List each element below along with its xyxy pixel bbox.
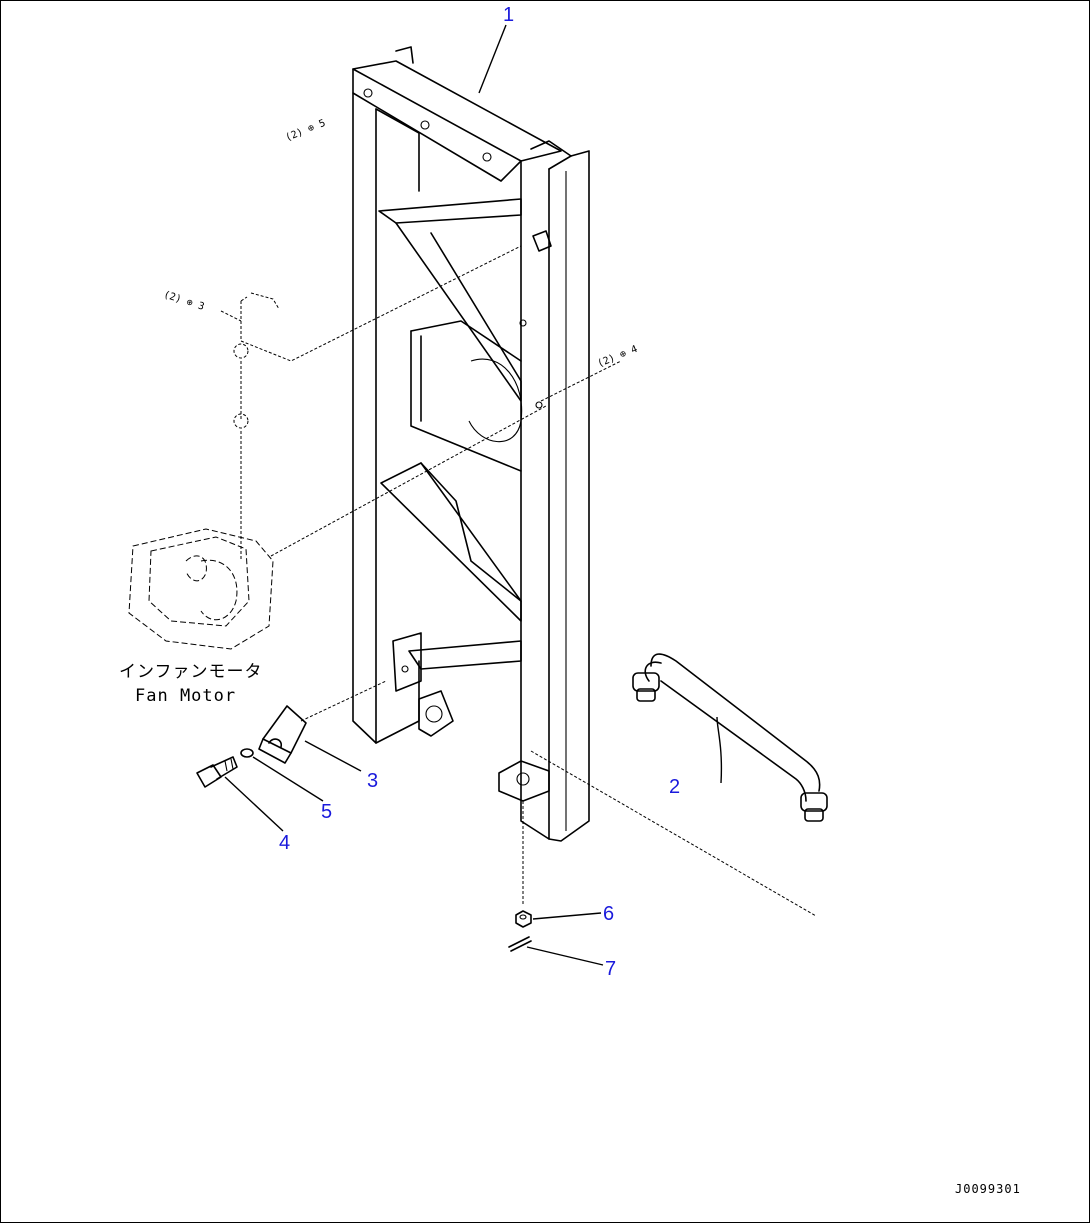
nut bbox=[515, 910, 532, 928]
fan-motor-label-jp: インファンモータ bbox=[119, 662, 263, 682]
reference-note: (2) ⊕ 4 bbox=[596, 344, 639, 370]
bracket bbox=[258, 705, 307, 764]
callout-3: 3 bbox=[367, 770, 378, 792]
leader-lines bbox=[224, 24, 723, 966]
bolt bbox=[196, 756, 238, 788]
radiator-frame bbox=[352, 46, 590, 842]
callout-5: 5 bbox=[321, 801, 332, 823]
assembly-lines bbox=[220, 245, 817, 917]
pipe bbox=[632, 653, 828, 822]
fan-motor-label-en: Fan Motor bbox=[135, 686, 236, 706]
callout-6: 6 bbox=[603, 903, 614, 925]
callout-7: 7 bbox=[605, 958, 616, 980]
callout-2: 2 bbox=[669, 776, 680, 798]
reference-note: (2) ⊕ 5 bbox=[284, 118, 327, 144]
hose-fittings bbox=[233, 292, 280, 429]
callout-1: 1 bbox=[503, 4, 514, 26]
drawing-code: J0099301 bbox=[955, 1182, 1021, 1196]
callout-4: 4 bbox=[279, 832, 290, 854]
cotter-pin bbox=[508, 936, 532, 952]
reference-note: (2) ⊕ 3 bbox=[162, 289, 205, 312]
washer bbox=[240, 748, 254, 758]
fan-motor bbox=[128, 528, 274, 650]
